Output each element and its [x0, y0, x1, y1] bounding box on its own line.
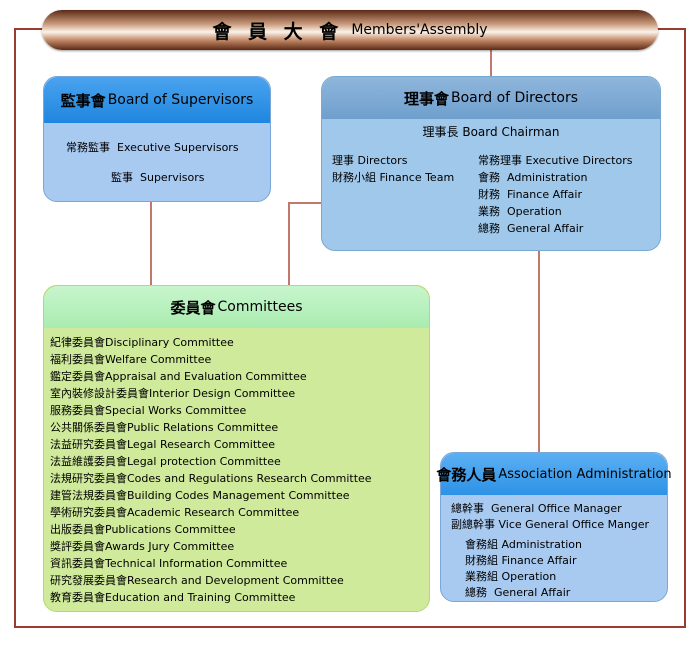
supervisors-title: 監事會 Board of Supervisors [44, 77, 270, 123]
association-administration-box: 會務人員 Association Administration 總幹事 Gene… [436, 452, 672, 602]
administration-item: 會務組 Administration [465, 538, 582, 551]
administration-title-en: Association Administration [498, 466, 672, 482]
committee-item: 出版委員會Publications Committee [50, 523, 236, 536]
administration-item: 總幹事 General Office Manager [451, 502, 622, 515]
committees-list: 紀律委員會Disciplinary Committee 福利委員會Welfare… [50, 334, 372, 606]
committee-item: 紀律委員會Disciplinary Committee [50, 336, 234, 349]
committee-item: 服務委員會Special Works Committee [50, 404, 247, 417]
connector-directors-administration [538, 251, 540, 452]
committees-box: 委員會 Committees 紀律委員會Disciplinary Committ… [43, 285, 430, 612]
administration-item: 業務組 Operation [465, 570, 557, 583]
connector-directors-committees-v [288, 202, 290, 285]
supervisors-title-zh: 監事會 [60, 91, 106, 110]
committee-item: 教育委員會Education and Training Committee [50, 591, 296, 604]
directors-item: 會務 Administration [478, 171, 588, 184]
administration-top-list: 總幹事 General Office Manager 副總幹事 Vice Gen… [451, 501, 649, 533]
administration-item: 總務 General Affair [465, 586, 571, 599]
administration-title: 會務人員 Association Administration [436, 453, 672, 495]
directors-item: 財務 Finance Affair [478, 188, 583, 201]
supervisors-item: 監事 Supervisors [111, 171, 205, 184]
committee-item: 獎評委員會Awards Jury Committee [50, 540, 235, 553]
committee-item: 福利委員會Welfare Committee [50, 353, 212, 366]
committee-item: 建管法規委員會Building Codes Management Committ… [50, 489, 350, 502]
assembly-title-zh: 會 員 大 會 [212, 20, 344, 43]
administration-item: 副總幹事 Vice General Office Manger [451, 518, 650, 531]
directors-item: 財務小組 Finance Team [332, 171, 455, 184]
committee-item: 學術研究委員會Academic Research Committee [50, 506, 300, 519]
committees-title-en: Committees [217, 299, 303, 315]
board-chairman: 理事長 Board Chairman [422, 125, 560, 139]
committee-item: 研究發展委員會Research and Development Committe… [50, 574, 344, 587]
committee-item: 法益研究委員會Legal Research Committee [50, 438, 275, 451]
directors-title: 理事會 Board of Directors [322, 77, 660, 119]
committees-title: 委員會 Committees [44, 286, 429, 328]
connector-directors-committees-h [288, 202, 322, 204]
committee-item: 資訊委員會Technical Information Committee [50, 557, 288, 570]
committee-item: 法益維護委員會Legal protection Committee [50, 455, 281, 468]
assembly-title-en: Members'Assembly [351, 22, 488, 38]
board-of-directors-box: 理事會 Board of Directors 理事長 Board Chairma… [321, 76, 661, 251]
supervisors-item: 常務監事 Executive Supervisors [66, 141, 239, 154]
connector-supervisors-committees [150, 202, 152, 285]
committee-item: 法規研究委員會Codes and Regulations Research Co… [50, 472, 372, 485]
board-of-supervisors-box: 監事會 Board of Supervisors 常務監事 Executive … [43, 76, 271, 202]
administration-sub-list: 會務組 Administration 財務組 Finance Affair 業務… [465, 537, 582, 601]
committee-item: 鑑定委員會Appraisal and Evaluation Committee [50, 370, 307, 383]
supervisors-title-en: Board of Supervisors [107, 92, 254, 108]
committees-title-zh: 委員會 [170, 298, 216, 317]
directors-right-list: 常務理事 Executive Directors 會務 Administrati… [478, 152, 632, 237]
directors-item: 業務 Operation [478, 205, 562, 218]
directors-item: 常務理事 Executive Directors [478, 154, 633, 167]
administration-title-zh: 會務人員 [436, 465, 497, 484]
directors-left-list: 理事 Directors 財務小組 Finance Team [332, 152, 454, 186]
directors-title-en: Board of Directors [450, 90, 579, 106]
connector-assembly-directors [490, 50, 492, 76]
members-assembly-banner: 會 員 大 會 Members'Assembly [42, 10, 658, 50]
directors-item: 總務 General Affair [478, 222, 584, 235]
directors-title-zh: 理事會 [403, 89, 449, 108]
administration-item: 財務組 Finance Affair [465, 554, 577, 567]
directors-item: 理事 Directors [332, 154, 408, 167]
committee-item: 公共關係委員會Public Relations Committee [50, 421, 279, 434]
committee-item: 室內裝修設計委員會Interior Design Committee [50, 387, 296, 400]
